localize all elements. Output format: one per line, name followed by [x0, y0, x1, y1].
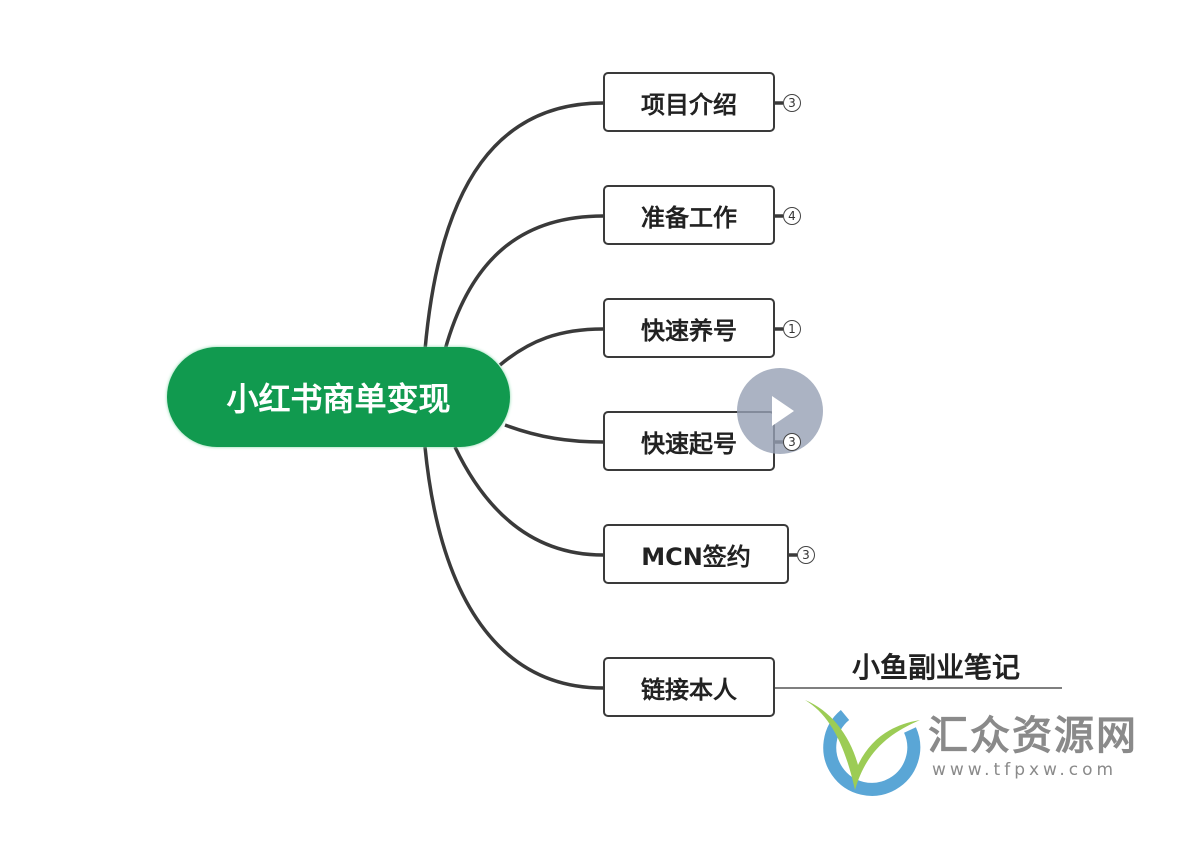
branch-node[interactable]: 快速起号 [603, 411, 775, 471]
collapsed-count-badge[interactable]: 1 [783, 320, 801, 338]
watermark-logo-icon [805, 700, 921, 796]
branch-node[interactable]: 项目介绍 [603, 72, 775, 132]
branch-node[interactable]: 快速养号 [603, 298, 775, 358]
connector-1 [423, 101, 604, 351]
play-button[interactable] [737, 368, 823, 454]
watermark-title: 汇众资源网 [928, 712, 1138, 759]
connector-2 [443, 214, 604, 351]
connector-6 [423, 446, 604, 690]
watermark-url: www.tfpxw.com [932, 760, 1118, 780]
node-note: 小鱼副业笔记 [852, 651, 1021, 684]
collapsed-count-badge[interactable]: 3 [797, 546, 815, 564]
branch-node[interactable]: 准备工作 [603, 185, 775, 245]
connector-4 [504, 423, 604, 444]
collapsed-count-badge[interactable]: 3 [783, 94, 801, 112]
collapsed-count-badge[interactable]: 4 [783, 207, 801, 225]
connector-3 [498, 327, 604, 367]
connector-5 [453, 446, 604, 557]
collapsed-count-badge[interactable]: 3 [783, 433, 801, 451]
branch-node[interactable]: 链接本人 [603, 657, 775, 717]
root-node[interactable]: 小红书商单变现 [167, 347, 510, 447]
branch-node[interactable]: MCN签约 [603, 524, 789, 584]
